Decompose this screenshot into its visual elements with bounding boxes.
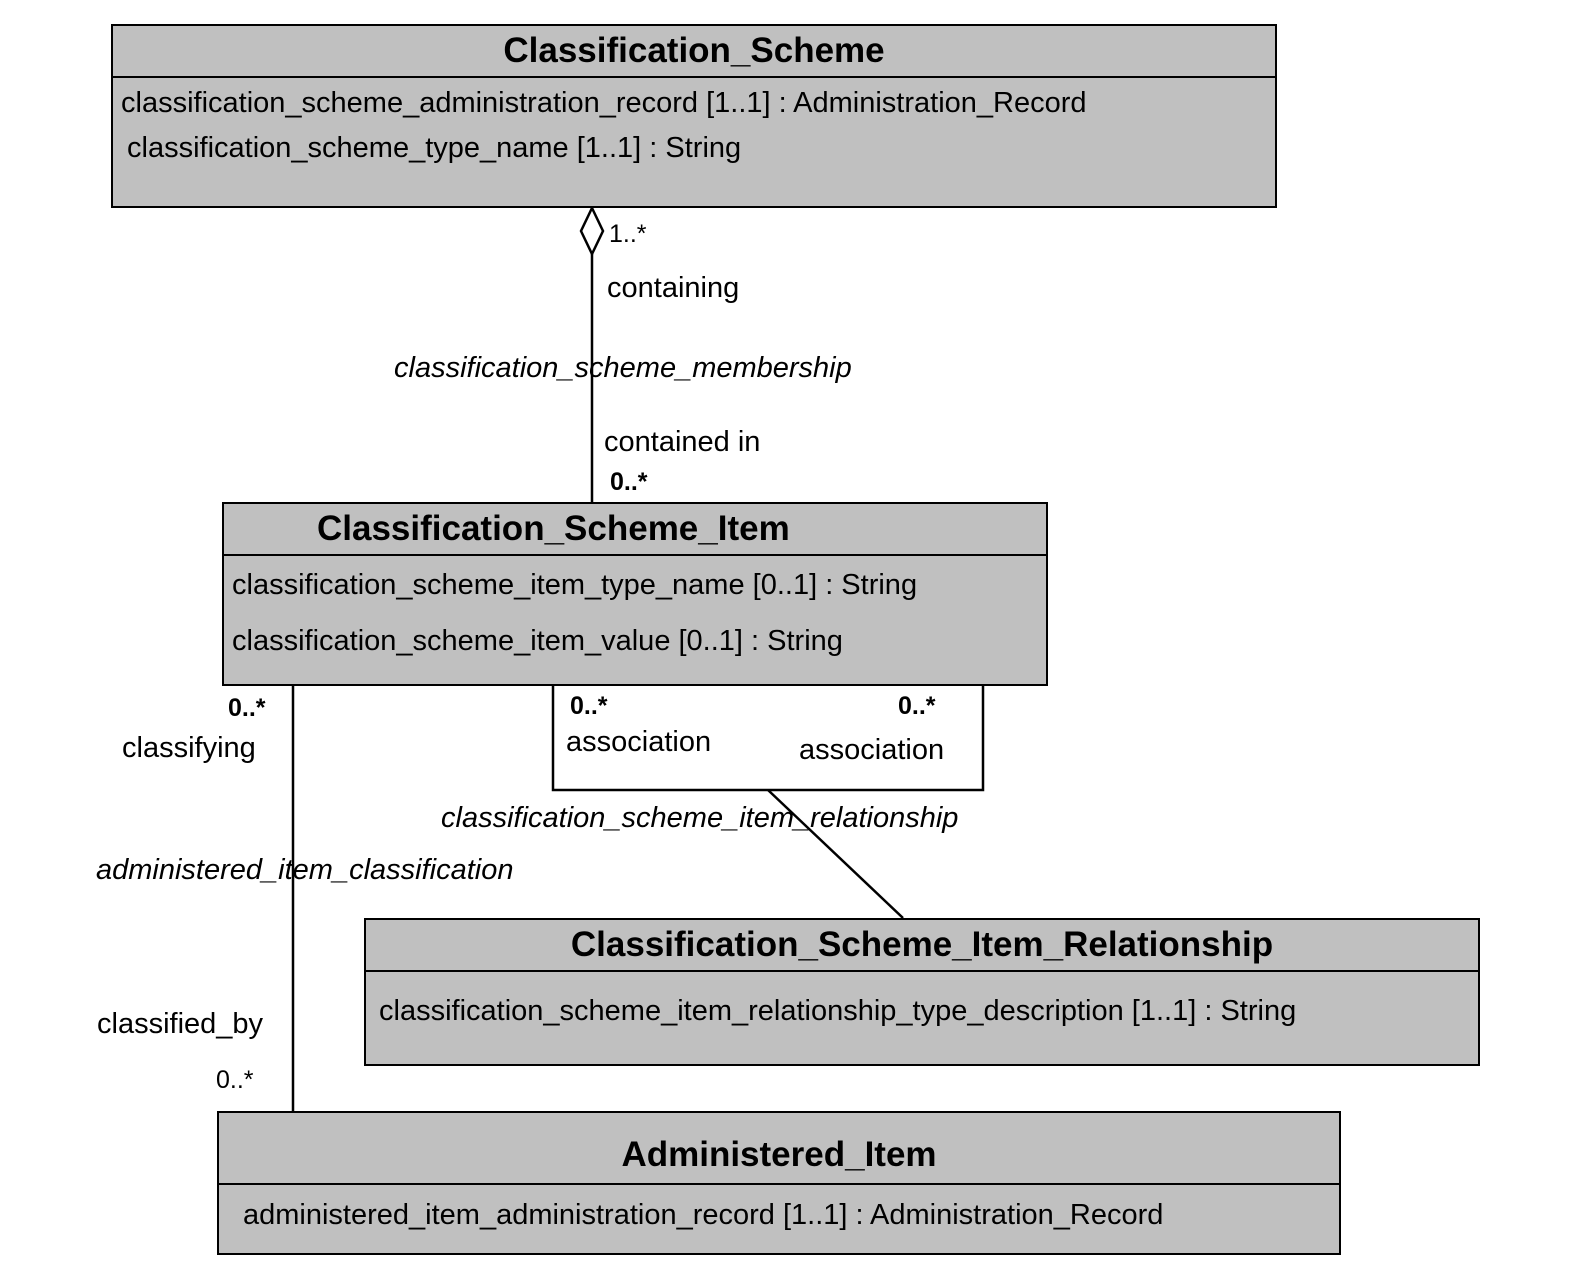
membership-source-role: containing bbox=[607, 272, 740, 304]
class-attributes: classification_scheme_administration_rec… bbox=[113, 78, 1275, 172]
class-name: Classification_Scheme_Item_Relationship bbox=[366, 920, 1478, 972]
relationship-right-multiplicity: 0..* bbox=[898, 692, 936, 720]
aggregation-diamond bbox=[579, 205, 605, 257]
class-attributes: classification_scheme_item_type_name [0.… bbox=[224, 556, 1046, 672]
classification-top-role: classifying bbox=[122, 732, 256, 764]
classification-association-name: administered_item_classification bbox=[96, 854, 514, 886]
class-attributes: administered_item_administration_record … bbox=[219, 1185, 1339, 1245]
classification-bottom-multiplicity: 0..* bbox=[216, 1066, 254, 1094]
membership-source-multiplicity: 1..* bbox=[609, 220, 647, 248]
membership-target-role: contained in bbox=[604, 426, 761, 458]
class-name: Administered_Item bbox=[219, 1113, 1339, 1185]
attribute: classification_scheme_item_type_name [0.… bbox=[232, 569, 918, 601]
class-name: Classification_Scheme_Item bbox=[224, 504, 1046, 556]
class-classification-scheme-item[interactable]: Classification_Scheme_Item classificatio… bbox=[222, 502, 1048, 686]
class-classification-scheme[interactable]: Classification_Scheme classification_sch… bbox=[111, 24, 1277, 208]
relationship-left-multiplicity: 0..* bbox=[570, 692, 608, 720]
attribute: classification_scheme_type_name [1..1] :… bbox=[127, 132, 742, 164]
item-relationship-connector bbox=[767, 789, 904, 919]
classification-top-multiplicity: 0..* bbox=[228, 694, 266, 722]
membership-target-multiplicity: 0..* bbox=[610, 468, 648, 496]
relationship-right-role: association bbox=[799, 734, 945, 766]
class-attributes: classification_scheme_item_relationship_… bbox=[366, 972, 1478, 1046]
attribute: classification_scheme_administration_rec… bbox=[121, 87, 1087, 119]
membership-association-name: classification_scheme_membership bbox=[394, 352, 852, 384]
classification-bottom-role: classified_by bbox=[97, 1008, 264, 1040]
attribute: classification_scheme_item_relationship_… bbox=[379, 995, 1297, 1027]
class-classification-scheme-item-relationship[interactable]: Classification_Scheme_Item_Relationship … bbox=[364, 918, 1480, 1066]
class-name: Classification_Scheme bbox=[113, 26, 1275, 78]
class-administered-item[interactable]: Administered_Item administered_item_admi… bbox=[217, 1111, 1341, 1255]
attribute: administered_item_administration_record … bbox=[243, 1199, 1164, 1231]
relationship-left-role: association bbox=[566, 726, 712, 758]
relationship-association-name: classification_scheme_item_relationship bbox=[441, 802, 959, 834]
attribute: classification_scheme_item_value [0..1] … bbox=[232, 625, 843, 657]
